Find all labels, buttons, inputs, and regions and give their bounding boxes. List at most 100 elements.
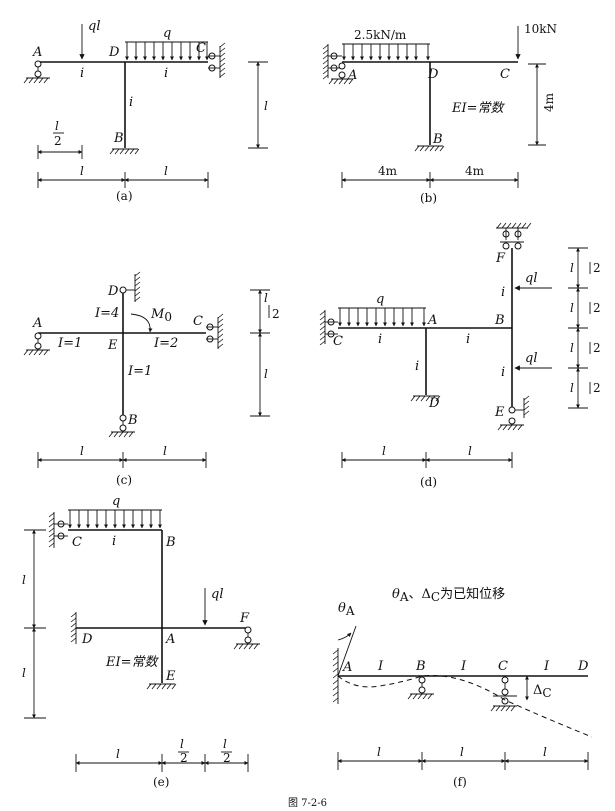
dim-half2-num-e: l	[223, 737, 227, 751]
dim-bottom-c: l	[264, 367, 268, 381]
dim-seg2-den-d: 2	[593, 301, 601, 315]
stiffness-ae-c: I=1	[57, 336, 82, 351]
dim-top-e: l	[22, 573, 26, 587]
caption-b: (b)	[420, 191, 437, 205]
stiffness-ed-c: I=4	[94, 306, 119, 321]
caption-a: (a)	[116, 189, 133, 203]
node-b-b: B	[432, 132, 443, 147]
dim-half1-den-e: 2	[180, 751, 188, 765]
dim-right-b: 4m	[465, 164, 485, 178]
dimension-right-c	[250, 289, 270, 417]
load-label-q-e: q	[112, 494, 120, 509]
distributed-load-a	[124, 41, 210, 61]
dim-half-den-a: 2	[54, 134, 62, 148]
caption-d: (d)	[420, 475, 437, 489]
pin-support-a-b	[328, 62, 354, 85]
caption-c: (c)	[116, 473, 132, 487]
pin-support-b-c	[108, 414, 135, 438]
dim-seg1-den-d: 2	[593, 261, 601, 275]
dimension-height-b	[528, 63, 546, 146]
distributed-load-e	[67, 509, 163, 529]
title-f: θA、ΔC为已知位移	[392, 586, 505, 604]
node-b-e: B	[165, 535, 176, 550]
node-b-c: B	[127, 413, 138, 428]
sliding-support-c	[208, 42, 226, 78]
node-c-d: C	[333, 334, 343, 349]
node-c-f: C	[498, 659, 508, 674]
dim-bottom-e: l	[22, 666, 26, 680]
node-c-b: C	[500, 67, 510, 82]
node-f-d: F	[495, 251, 506, 266]
dim-seg1-num-d: l	[570, 261, 574, 275]
stiffness-ec-c: I=2	[153, 336, 178, 351]
node-e-e: E	[165, 669, 176, 684]
node-d-b: D	[427, 67, 439, 82]
dimension-bottom-a	[37, 172, 209, 188]
load-label-upper-d: ql	[525, 271, 537, 286]
load-label-ql: ql	[88, 19, 100, 34]
node-e-c: E	[107, 338, 118, 353]
diagram-a: ql q A D C B i i i l	[23, 19, 268, 203]
figure-label: 图 7-2-6	[288, 797, 327, 809]
sliding-support-c-c	[206, 313, 224, 349]
node-c: C	[196, 41, 206, 56]
caption-e: (e)	[153, 775, 169, 789]
wall-left-d	[319, 310, 338, 346]
stiffness-ab-f: I	[377, 659, 384, 674]
node-d-f: D	[577, 659, 589, 674]
deflected-shape-f	[337, 675, 593, 738]
stiffness-ad-d: i	[415, 359, 419, 374]
node-e-d: E	[494, 405, 505, 420]
dimension-bottom-d	[341, 452, 513, 468]
load-label-lower-d: ql	[525, 351, 537, 366]
stiffness-db: i	[129, 95, 133, 110]
pin-support-f-e	[233, 626, 260, 650]
support-c-f	[490, 676, 517, 712]
stiffness-dc: i	[164, 66, 168, 81]
note-ei-e: EI=常数	[105, 655, 160, 670]
node-a-e: A	[165, 632, 175, 647]
diagram-b: 2.5kN/m 10kN A D C B EI=常数 4m 4m 4m (b)	[322, 22, 557, 205]
dim-left-e: l	[116, 747, 120, 761]
dim-right-a: l	[164, 164, 168, 178]
node-a-c: A	[32, 316, 42, 331]
stiffness-bc-f: I	[460, 659, 467, 674]
support-b-f	[407, 676, 434, 700]
load-label-ql-e: ql	[211, 587, 223, 602]
stiffness-cb-e: i	[112, 534, 116, 549]
node-a-d: A	[427, 313, 437, 328]
node-b-f: B	[415, 659, 426, 674]
load-label-q-d: q	[376, 292, 384, 307]
dim-half1-num-e: l	[180, 737, 184, 751]
pin-support-a	[23, 60, 50, 84]
node-a: A	[32, 45, 42, 60]
node-b: B	[113, 131, 124, 146]
delta-label-f: ΔC	[533, 683, 552, 700]
stiffness-eb-c: I=1	[127, 364, 152, 379]
stiffness-be-d: i	[501, 365, 505, 380]
dimension-half-a	[37, 132, 83, 159]
dim-seg2-num-d: l	[570, 301, 574, 315]
dim-half-num-a: l	[55, 119, 59, 133]
dim-height-a: l	[264, 99, 268, 113]
dim-top-num-c: l	[264, 291, 268, 305]
theta-label-f: θA	[338, 601, 355, 618]
node-d-d: D	[428, 396, 440, 411]
dimension-left-e	[24, 529, 46, 719]
node-c-c: C	[193, 314, 203, 329]
node-c-e: C	[72, 535, 82, 550]
node-a-f: A	[342, 660, 352, 675]
diagram-d: q ql ql C A B D E F i i i i i	[319, 222, 601, 489]
fixed-support-d-e	[70, 612, 77, 644]
dim-right-c: l	[163, 444, 167, 458]
dim-top-den-c: 2	[272, 307, 280, 321]
dim-s1-f: l	[377, 745, 381, 759]
fixed-support-e-e	[146, 683, 177, 690]
diagram-f: θA、ΔC为已知位移 θA	[332, 586, 593, 789]
load-label-dist-b: 2.5kN/m	[354, 28, 407, 42]
distributed-load-d	[337, 307, 427, 327]
caption-f: (f)	[453, 775, 467, 789]
dim-seg3-den-d: 2	[593, 341, 601, 355]
